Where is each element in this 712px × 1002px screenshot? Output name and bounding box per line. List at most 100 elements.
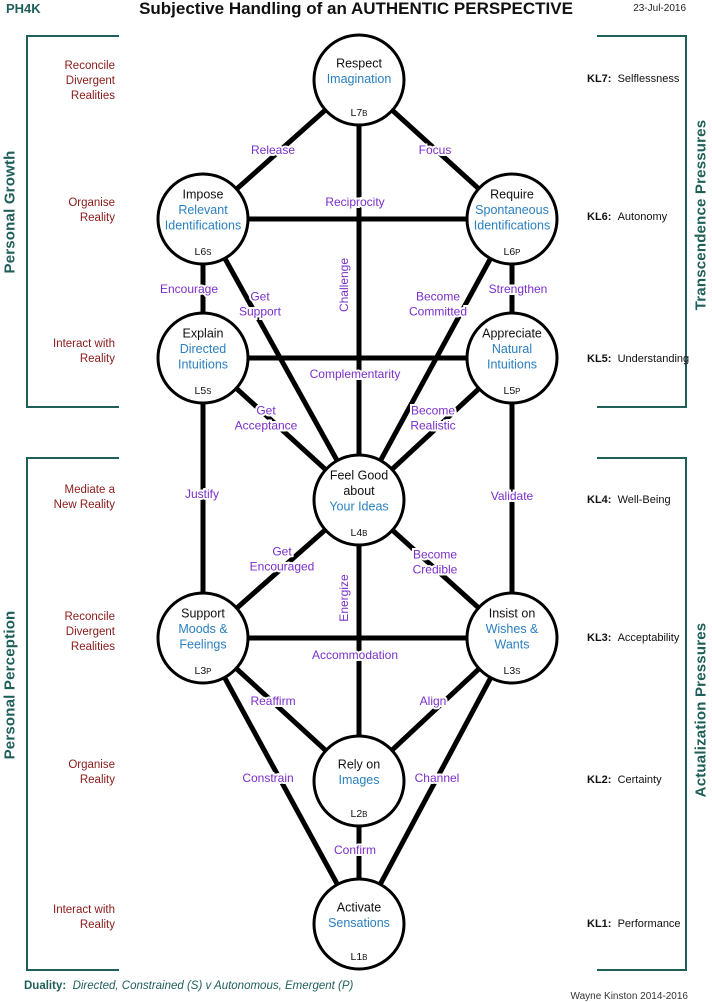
node-circle: [465, 591, 559, 685]
node-level: L7B: [350, 107, 367, 119]
left-bracket-top: [26, 35, 119, 408]
node-subtitle: Wants: [495, 638, 530, 652]
kl3-label: KL3: Acceptability: [587, 632, 680, 644]
node-subtitle: Identifications: [165, 219, 241, 233]
edge-label-get-acceptance: Get: [256, 404, 276, 418]
node-subtitle: Intuitions: [487, 358, 537, 372]
edge-label-channel: Channel: [415, 771, 460, 785]
copyright: Wayne Kinston 2014-2016: [570, 991, 689, 1002]
node-circle: [312, 453, 406, 547]
document-code: PH4K: [6, 1, 41, 16]
edge-label-align: Align: [420, 694, 447, 708]
actualization-pressures-label: Actualization Pressures: [692, 622, 710, 798]
edge-label-focus: Focus: [419, 143, 452, 157]
edge-label-become-committed: Committed: [409, 305, 467, 319]
edge-l3p-l1b: [200, 636, 362, 926]
edge-label-validate: Validate: [491, 489, 534, 503]
right-bracket-top: [597, 35, 687, 408]
edge-label-release: Release: [251, 143, 295, 157]
node-circle: [312, 33, 406, 127]
node-subtitle: Your Ideas: [329, 500, 388, 514]
transcendence-pressures-label: Transcendence Pressures: [692, 119, 710, 311]
node-level: L3P: [194, 665, 211, 677]
node-subtitle: Sensations: [328, 916, 390, 930]
node-title: Impose: [183, 188, 224, 202]
kl1-label: KL1: Performance: [587, 918, 681, 930]
node-subtitle: Images: [339, 773, 380, 787]
kl6-label: KL6: Autonomy: [587, 211, 668, 223]
node-title: Activate: [337, 900, 382, 914]
left-bracket-bottom: [26, 457, 119, 971]
node-subtitle: Feelings: [179, 638, 226, 652]
node-title: Appreciate: [482, 327, 542, 341]
edge-label-get-encouraged: Encouraged: [250, 560, 315, 574]
node-circle: [312, 734, 406, 828]
edge-label-get-support: Get: [250, 290, 270, 304]
edge-label-constrain: Constrain: [242, 771, 293, 785]
edge-label-energize: Energize: [337, 574, 351, 622]
node-title: Explain: [183, 327, 224, 341]
node-circle: [156, 591, 250, 685]
node-title: Feel Good: [330, 469, 388, 483]
kl4-label: KL4: Well-Being: [587, 494, 671, 506]
kl5-label: KL5: Understanding: [587, 353, 690, 365]
node-level: L1B: [350, 951, 367, 963]
node-circle: [156, 311, 250, 405]
kl2-label: KL2: Certainty: [587, 774, 662, 786]
edge-label-get-support: Support: [239, 305, 282, 319]
node-subtitle: Imagination: [327, 72, 392, 86]
node-subtitle: Relevant: [178, 203, 228, 217]
edge-label-become-committed: Become: [416, 290, 460, 304]
edge-label-become-realistic: Realistic: [410, 419, 455, 433]
node-title: Respect: [336, 56, 382, 70]
node-title: Support: [181, 607, 225, 621]
edge-label-challenge: Challenge: [337, 258, 351, 312]
document-date: 23-Jul-2016: [633, 3, 686, 14]
node-level: L6S: [194, 246, 211, 258]
node-title: Insist on: [489, 607, 536, 621]
node-subtitle: Identifications: [474, 219, 550, 233]
node-subtitle: Spontaneous: [475, 203, 549, 217]
edge-label-accommodation: Accommodation: [312, 648, 398, 662]
node-subtitle: Wishes &: [486, 622, 539, 636]
node-title: Require: [490, 188, 534, 202]
right-bracket-bottom: [597, 457, 687, 971]
duality-footer: Duality: Directed, Constrained (S) v Aut…: [24, 980, 354, 992]
page-title: Subjective Handling of an AUTHENTIC PERS…: [139, 0, 573, 18]
edge-l3s-l1b: [356, 636, 515, 926]
edge-label-become-realistic: Become: [411, 404, 455, 418]
edge-label-reciprocity: Reciprocity: [325, 195, 384, 209]
node-circle: [465, 172, 559, 266]
node-subtitle: Natural: [492, 342, 532, 356]
node-circle: [465, 311, 559, 405]
edge-label-confirm: Confirm: [334, 843, 376, 857]
edge-label-reaffirm: Reaffirm: [250, 694, 295, 708]
node-level: L3S: [503, 665, 520, 677]
node-level: L2B: [350, 808, 367, 820]
edge-label-justify: Justify: [185, 487, 219, 501]
node-title: Rely on: [338, 757, 380, 771]
node-title: about: [343, 484, 375, 498]
node-subtitle: Directed: [180, 342, 227, 356]
edge-label-become-credible: Become: [413, 548, 457, 562]
kl7-label: KL7: Selflessness: [587, 73, 680, 85]
node-level: L6P: [503, 246, 520, 258]
